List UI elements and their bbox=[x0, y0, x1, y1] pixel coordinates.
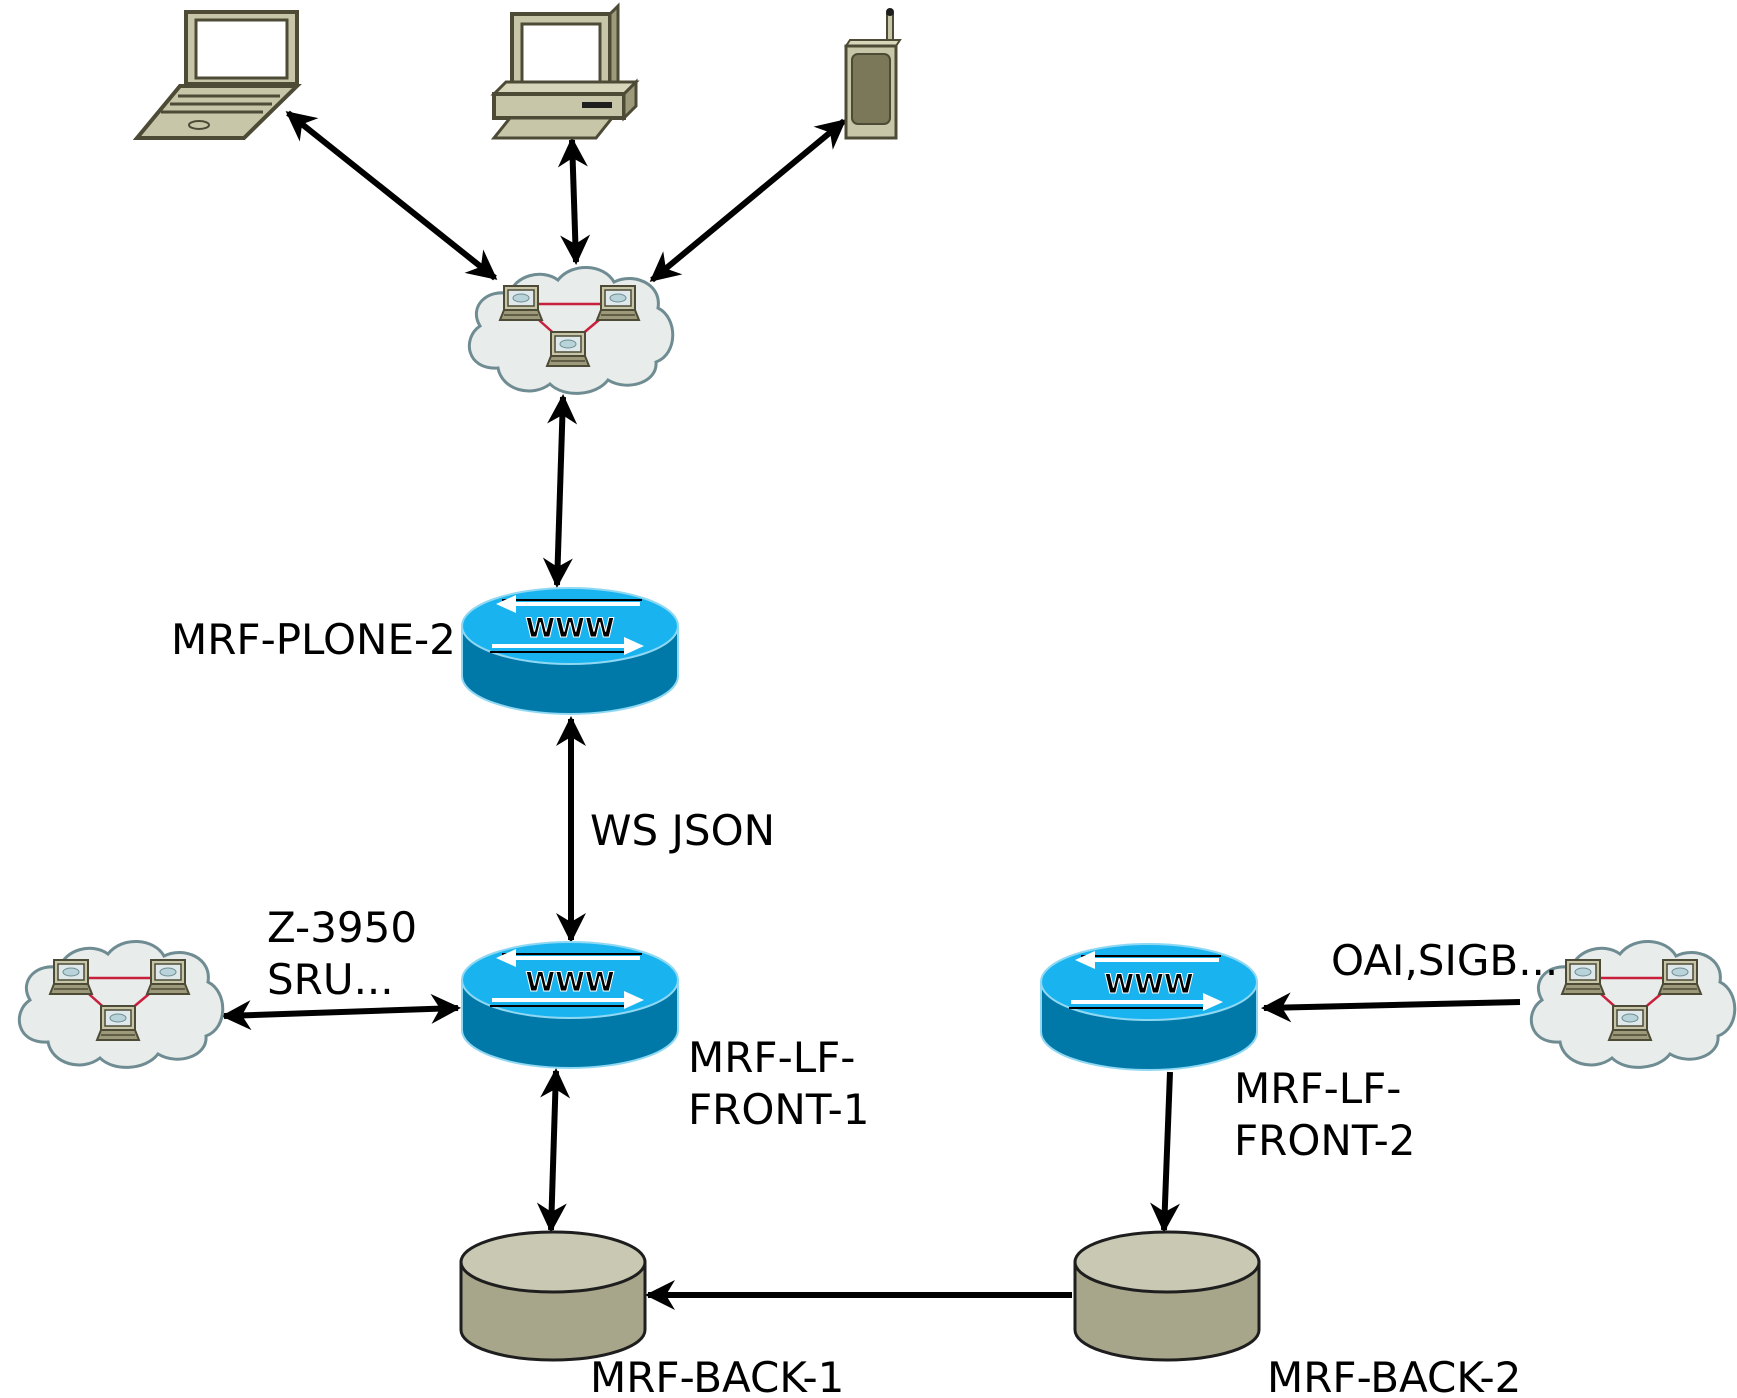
link-laptop-cloud bbox=[285, 110, 498, 281]
web-server-front1: WWW bbox=[460, 940, 680, 1070]
label-oai-sigb: OAI,SIGB... bbox=[1331, 936, 1558, 985]
link-front1-back1 bbox=[536, 1068, 571, 1233]
link-phone-cloud bbox=[649, 118, 847, 283]
label-sru: SRU... bbox=[267, 955, 394, 1004]
www-label: WWW bbox=[525, 967, 614, 998]
link-cloud-front1 bbox=[221, 993, 461, 1031]
network-cloud-icon bbox=[1531, 941, 1734, 1067]
www-label: WWW bbox=[1104, 969, 1193, 1000]
link-cloud-front2 bbox=[1261, 992, 1521, 1023]
www-label: WWW bbox=[525, 613, 614, 644]
label-mrf-lf-front-1-line2: FRONT-1 bbox=[688, 1085, 870, 1134]
label-mrf-back-2: MRF-BACK-2 bbox=[1267, 1353, 1521, 1398]
label-mrf-lf-front-1-line1: MRF-LF- bbox=[688, 1033, 855, 1082]
database-icon bbox=[459, 1230, 647, 1362]
network-cloud-icon bbox=[469, 267, 672, 393]
link-front2-back2 bbox=[1150, 1071, 1181, 1233]
database-icon bbox=[1073, 1230, 1261, 1362]
label-mrf-back-1: MRF-BACK-1 bbox=[590, 1353, 844, 1398]
web-server-icon bbox=[460, 940, 680, 1070]
desktop-computer-icon bbox=[490, 2, 640, 140]
label-ws-json: WS JSON bbox=[590, 806, 775, 855]
web-server-front2: WWW bbox=[1039, 942, 1259, 1072]
link-desktop-cloud bbox=[557, 137, 591, 265]
web-server-icon bbox=[460, 586, 680, 716]
label-mrf-lf-front-2-line1: MRF-LF- bbox=[1234, 1064, 1401, 1113]
label-mrf-lf-front-2-line2: FRONT-2 bbox=[1234, 1116, 1416, 1165]
link-cloud-plone bbox=[542, 394, 578, 588]
label-z3950: Z-3950 bbox=[267, 903, 417, 952]
web-server-plone: WWW bbox=[460, 586, 680, 716]
mobile-phone-icon bbox=[844, 8, 902, 140]
laptop-icon bbox=[132, 10, 302, 140]
label-mrf-plone-2: MRF-PLONE-2 bbox=[171, 615, 456, 664]
web-server-icon bbox=[1039, 942, 1259, 1072]
network-cloud-icon bbox=[19, 941, 222, 1067]
connection-lines bbox=[221, 110, 1521, 1310]
